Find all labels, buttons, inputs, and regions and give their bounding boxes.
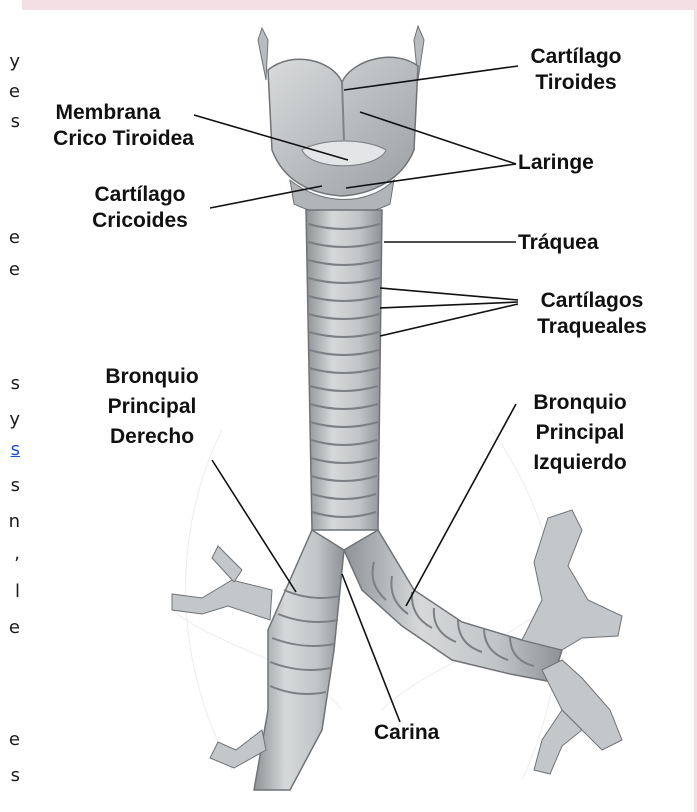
label-line: Cartílago bbox=[62, 182, 218, 208]
edge-text-char: y bbox=[6, 410, 20, 430]
label-line: Membrana bbox=[22, 100, 194, 126]
leader-line-cart-1 bbox=[380, 288, 518, 300]
edge-text-char: , bbox=[6, 544, 20, 564]
label-membrana-crico-tiroidea: Membrana Crico Tiroidea bbox=[22, 100, 194, 152]
edge-text-char: e bbox=[6, 618, 20, 638]
label-cartilago-tiroides: Cartílago Tiroides bbox=[496, 44, 656, 96]
label-line: Izquierdo bbox=[510, 448, 650, 478]
label-line: Cartílagos bbox=[510, 288, 674, 314]
edge-text-link[interactable]: s bbox=[6, 440, 20, 460]
edge-text-char: e bbox=[6, 730, 20, 750]
leader-line-cart-2 bbox=[380, 302, 518, 308]
label-cartilago-cricoides: Cartílago Cricoides bbox=[62, 182, 218, 234]
edge-text-char: e bbox=[6, 228, 20, 248]
edge-text-char: s bbox=[6, 374, 20, 394]
page-text-edge: y e s e e s y s s n , l e e s bbox=[0, 0, 22, 812]
label-line: Cricoides bbox=[62, 208, 218, 234]
airway-anatomy-figure: Cartílago Tiroides Membrana Crico Tiroid… bbox=[22, 10, 694, 812]
edge-text-char: e bbox=[6, 82, 20, 102]
label-line: Crico Tiroidea bbox=[22, 126, 194, 152]
edge-text-char: s bbox=[6, 766, 20, 786]
label-line: Cartílago bbox=[496, 44, 656, 70]
leader-line-cart-3 bbox=[380, 304, 518, 336]
label-line: Principal bbox=[82, 392, 222, 422]
label-bronquio-principal-izquierdo: Bronquio Principal Izquierdo bbox=[510, 388, 650, 478]
label-bronquio-principal-derecho: Bronquio Principal Derecho bbox=[82, 362, 222, 452]
label-line: Bronquio bbox=[82, 362, 222, 392]
label-laringe: Laringe bbox=[518, 150, 594, 176]
edge-text-char: l bbox=[6, 582, 20, 602]
right-bronchus-shape bbox=[172, 530, 344, 790]
edge-text-char: n bbox=[6, 512, 20, 532]
edge-text-char: s bbox=[6, 476, 20, 496]
label-line: Principal bbox=[510, 418, 650, 448]
label-traquea: Tráquea bbox=[518, 230, 599, 256]
edge-text-char: y bbox=[6, 52, 20, 72]
label-carina: Carina bbox=[374, 720, 439, 746]
label-cartilagos-traqueales: Cartílagos Traqueales bbox=[510, 288, 674, 340]
label-line: Traqueales bbox=[510, 314, 674, 340]
label-line: Tiroides bbox=[496, 70, 656, 96]
trachea-shape bbox=[306, 210, 382, 530]
leader-line-izquierdo bbox=[406, 404, 516, 606]
edge-text-char: e bbox=[6, 260, 20, 280]
larynx-shape bbox=[258, 26, 424, 215]
label-line: Bronquio bbox=[510, 388, 650, 418]
edge-text-char: s bbox=[6, 112, 20, 132]
label-line: Derecho bbox=[82, 422, 222, 452]
